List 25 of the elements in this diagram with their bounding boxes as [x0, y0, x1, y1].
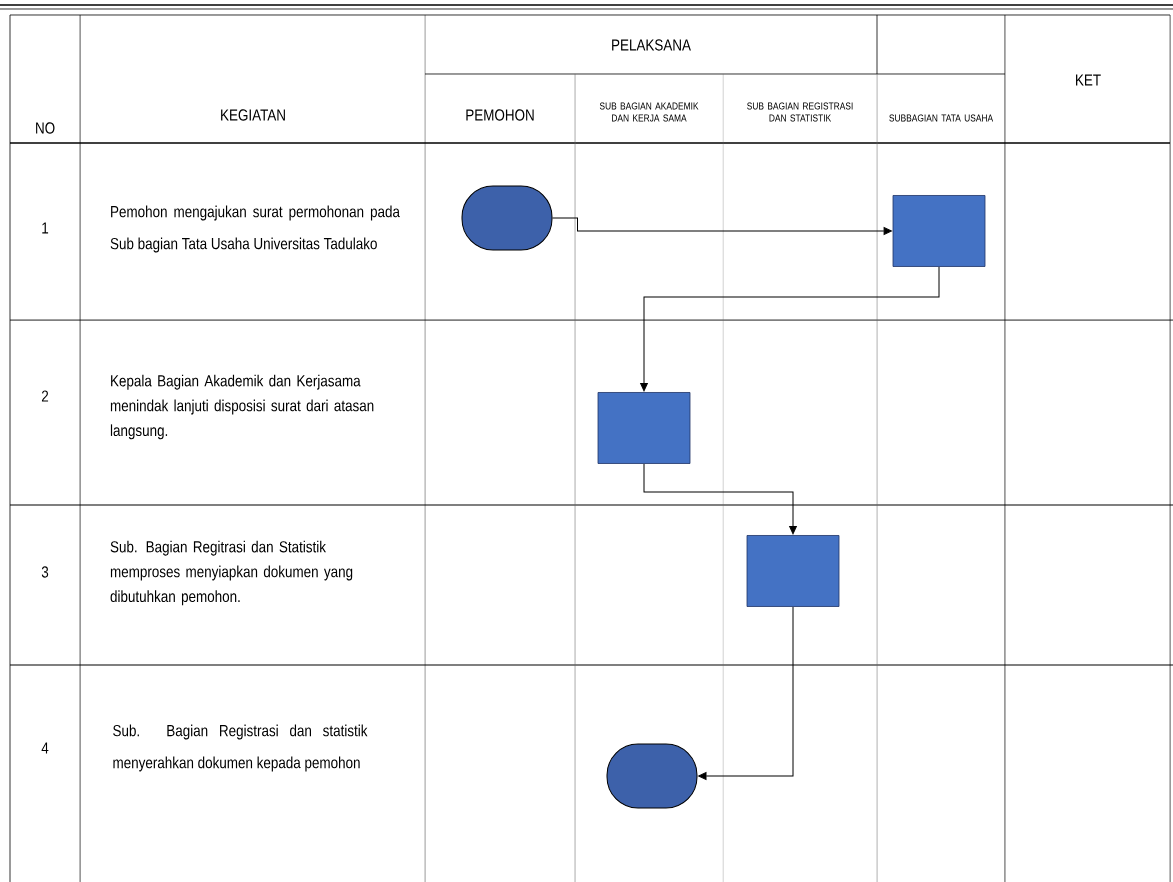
activity-text: Sub. Bagian Registrasi dan statistik menyerahkan dokumen kepada pemohon: [113, 724, 368, 772]
column-header: PEMOHON: [466, 109, 534, 121]
process-box: [597, 392, 691, 464]
column-header: SUB BAGIAN REGISTRASI DAN STATISTIK: [747, 102, 853, 122]
arrow: [698, 606, 794, 780]
arrow: [552, 217, 892, 235]
arrow: [640, 266, 940, 392]
row-number: 2: [41, 390, 49, 402]
activity-text: Sub. Bagian Regitrasi dan Statistik memproses menyiapkan dokumen yang dibutuhkan pemohon.: [110, 540, 353, 606]
arrow: [643, 463, 797, 535]
row-number: 1: [42, 222, 49, 234]
activity-text: Pemohon mengajukan surat permohonan pada Sub bagian Tata Usaha Universitas Tadulako: [110, 205, 400, 253]
column-header: KET: [1076, 74, 1101, 86]
process-box: [892, 195, 986, 267]
terminator-shape: [606, 743, 698, 809]
terminator-shape: [461, 185, 553, 251]
process-box: [746, 535, 840, 607]
row-number: 3: [41, 566, 49, 578]
column-header: PELAKSANA: [612, 39, 691, 51]
column-header: SUBBAGIAN TATA USAHA: [889, 114, 994, 122]
column-header: KEGIATAN: [221, 109, 285, 121]
column-header: NO: [36, 122, 55, 134]
column-header: SUB BAGIAN AKADEMIK DAN KERJA SAMA: [599, 102, 699, 122]
row-number: 4: [41, 742, 49, 754]
activity-text: Kepala Bagian Akademik dan Kerjasama menindak lanjuti disposisi surat dari atasan langsung.: [110, 374, 374, 440]
